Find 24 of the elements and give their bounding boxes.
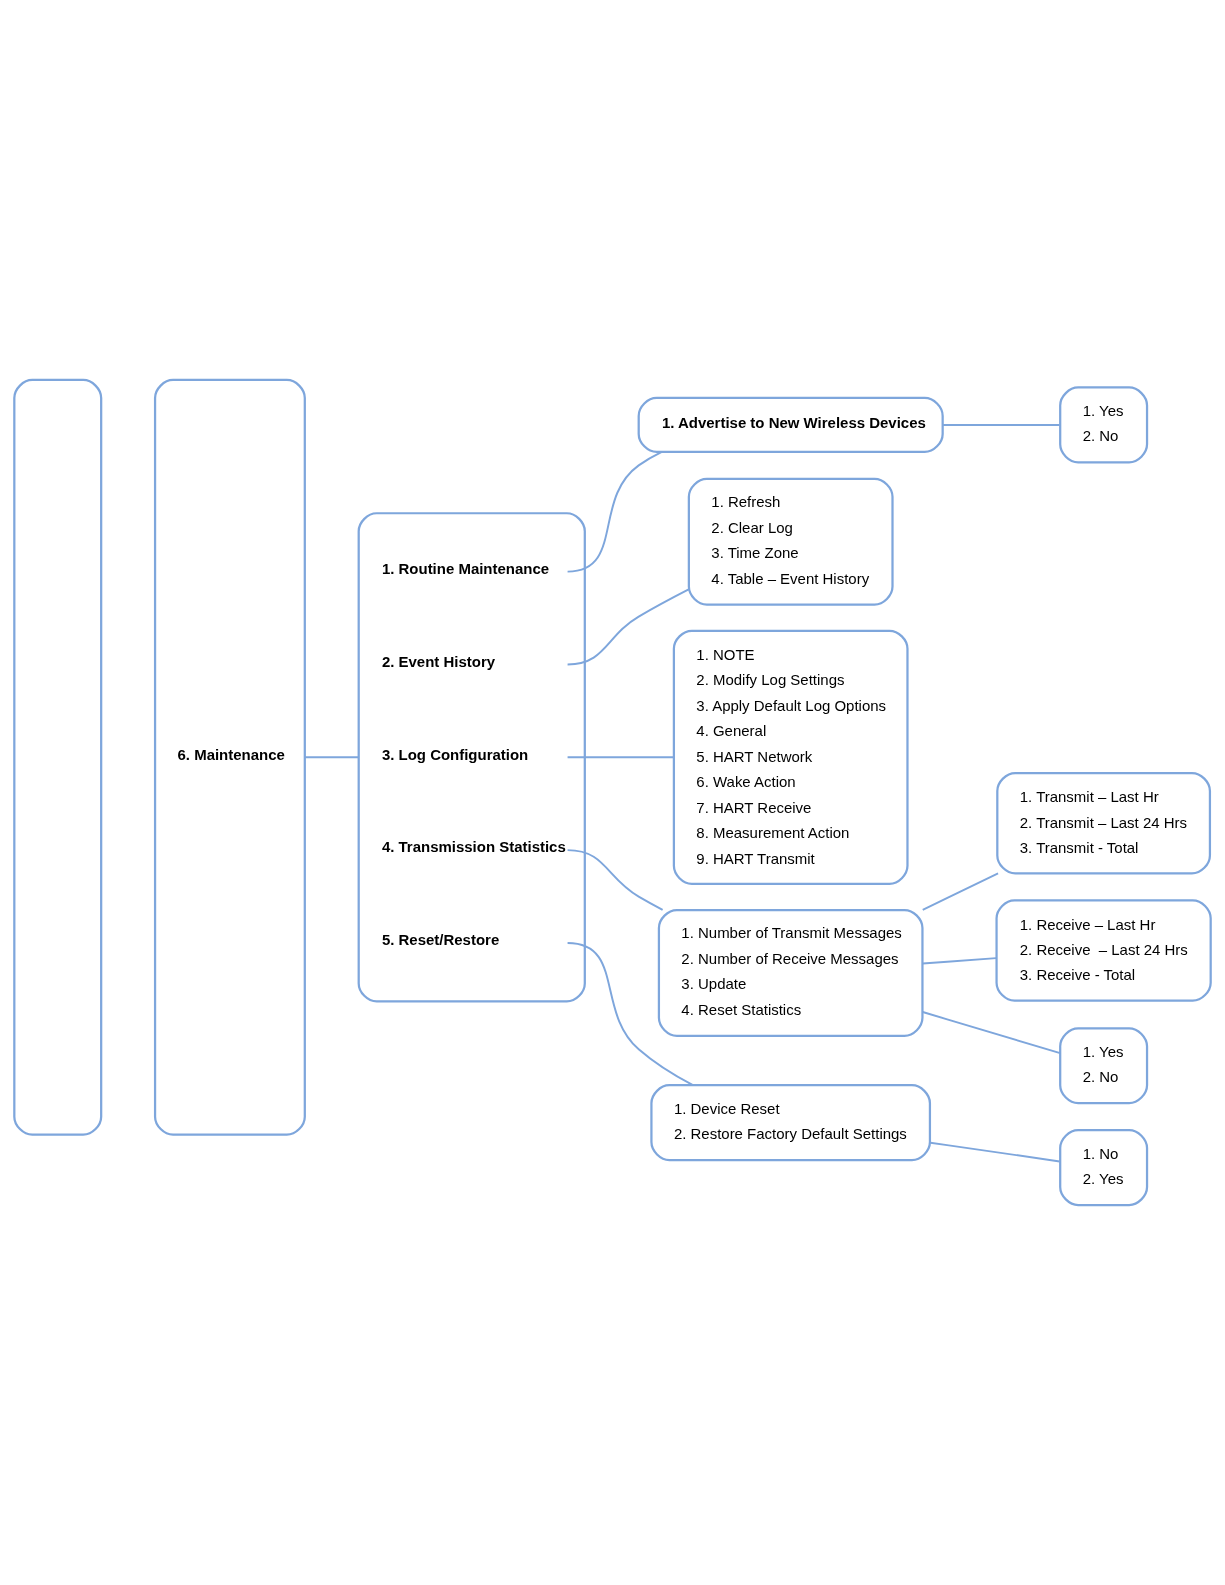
connector (566, 849, 664, 911)
connector (929, 1141, 1061, 1163)
connector (566, 942, 694, 1087)
node-box: 1. NOTE 2. Modify Log Settings 3. Apply Default Log Options 4. General 5. HART Network 6. Wake Action 7. HART Receive 8. Measurement Action 9. HART Transmit (672, 629, 909, 885)
connector (921, 872, 1000, 911)
connector (921, 957, 998, 965)
node-box: 1. Yes 2. No (1059, 386, 1149, 464)
node-box (13, 378, 103, 1136)
connector (942, 423, 1061, 426)
node-box: 1. Number of Transmit Messages 2. Number of Receive Messages 3. Update 4. Reset Statistics (657, 908, 924, 1037)
connector (566, 451, 663, 573)
node-box: 1. Refresh 2. Clear Log 3. Time Zone 4. Table – Event History (687, 477, 894, 606)
connector (566, 756, 675, 759)
connector (304, 756, 360, 759)
node-box: 1. Transmit – Last Hr 2. Transmit – Last 24 Hrs 3. Transmit - Total (996, 771, 1212, 875)
node-box: 1. Yes 2. No (1059, 1027, 1149, 1105)
node-box: 1. Device Reset 2. Restore Factory Default Settings (650, 1084, 932, 1162)
node-box: 1. Receive – Last Hr 2. Receive – Last 24 Hrs 3. Receive - Total (995, 899, 1212, 1002)
connector (566, 588, 690, 666)
node-box: 1. No 2. Yes (1059, 1129, 1149, 1207)
node-box: 1. Routine Maintenance 2. Event History 3. Log Configuration 4. Transmission Statistics 5. Reset/Restore (357, 512, 586, 1003)
node-box: 6. Maintenance (153, 378, 306, 1136)
connector (921, 1011, 1062, 1055)
node-box: 1. Advertise to New Wireless Devices (637, 396, 944, 453)
